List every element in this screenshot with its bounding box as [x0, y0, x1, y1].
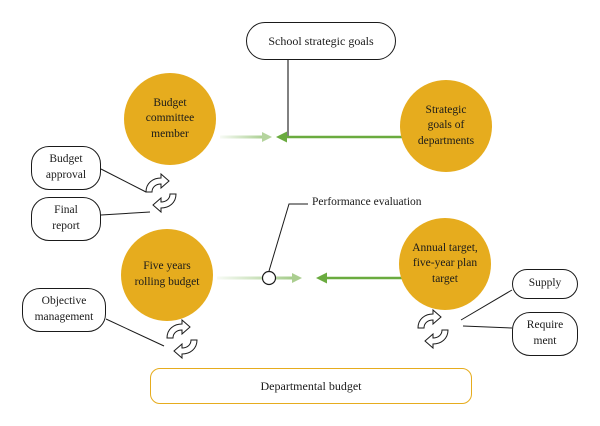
approval-connector-line: [100, 168, 147, 193]
strategic-goals-label: Strategic goals of departments: [417, 103, 475, 147]
school-strategic-goals-label: School strategic goals: [268, 33, 374, 48]
cycle-arrows-icon: [145, 172, 177, 214]
objective-connector-line: [105, 318, 165, 347]
strategic-arrowhead: [276, 131, 287, 143]
performance-point-marker: [261, 270, 277, 286]
cycle-arrows-icon: [166, 318, 198, 360]
annual-target-label: Annual target, five-year plan target: [412, 241, 478, 285]
departmental-budget-label: Departmental budget: [260, 378, 362, 393]
annual-arrowhead: [316, 272, 327, 284]
budget-approval-node: Budget approval: [31, 146, 101, 190]
five-years-faded-arrow-shaft: [217, 276, 292, 280]
departmental-budget-node: Departmental budget: [150, 368, 472, 404]
performance-leader-line: [268, 203, 308, 272]
budget-faded-arrow-shaft: [220, 135, 262, 139]
requirement-label: Require ment: [526, 319, 564, 347]
final-report-label: Final report: [52, 204, 80, 232]
school-strategic-goals-node: School strategic goals: [246, 22, 396, 60]
supply-label: Supply: [528, 277, 562, 290]
requirement-node: Require ment: [512, 312, 578, 356]
strategic-goals-node: Strategic goals of departments: [400, 80, 492, 172]
budget-approval-label: Budget approval: [45, 153, 87, 181]
five-years-rolling-budget-node: Five years rolling budget: [121, 229, 213, 321]
five-years-faded-arrowhead: [292, 273, 302, 283]
final-report-connector-line: [100, 211, 151, 216]
final-report-node: Final report: [31, 197, 101, 241]
budget-faded-arrowhead: [262, 132, 272, 142]
objective-management-node: Objective management: [22, 288, 106, 332]
requirement-connector-line: [462, 325, 513, 329]
supply-node: Supply: [512, 269, 578, 299]
annual-target-node: Annual target, five-year plan target: [399, 218, 491, 310]
cycle-arrows-icon: [417, 308, 449, 350]
objective-management-label: Objective management: [34, 295, 94, 323]
five-years-rolling-budget-label: Five years rolling budget: [134, 260, 200, 288]
budget-committee-node: Budget committee member: [124, 73, 216, 165]
performance-evaluation-label: Performance evaluation: [312, 196, 422, 208]
supply-connector-line: [460, 289, 513, 321]
budget-committee-label: Budget committee member: [145, 96, 195, 140]
